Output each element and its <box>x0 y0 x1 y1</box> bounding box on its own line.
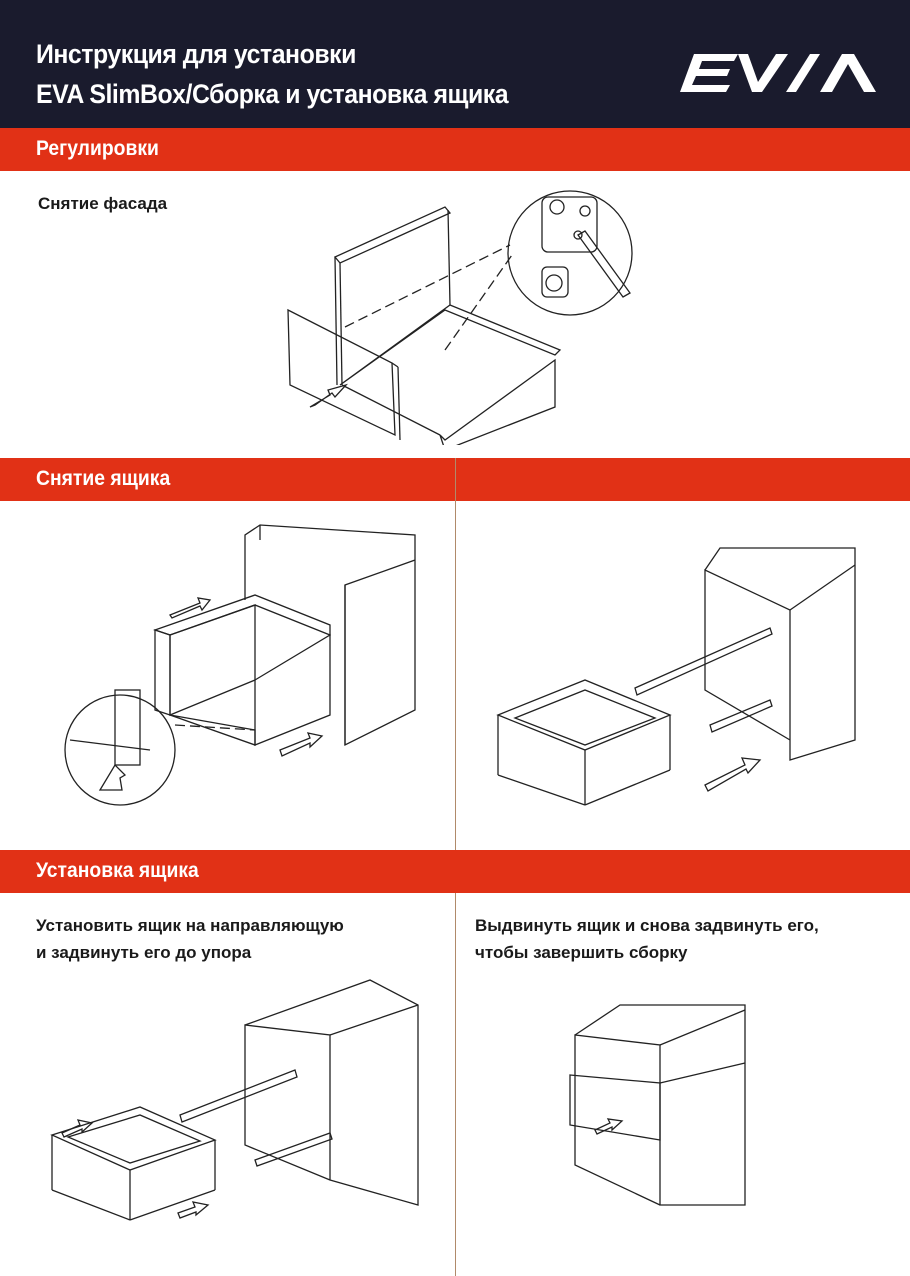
eva-logo <box>680 54 876 92</box>
title-line-1: Инструкция для установки <box>36 39 356 69</box>
page-title: Инструкция для установки EVA SlimBox/Сбо… <box>36 34 509 114</box>
section-title: Снятие ящика <box>36 467 171 490</box>
section-header-adjustments: Регулировки <box>0 128 910 171</box>
section-header-drawer-installation: Установка ящика <box>0 850 910 893</box>
drawer-installation-illustration-left <box>50 979 419 1221</box>
subtitle-facade-removal: Снятие фасада <box>38 194 168 213</box>
caption-left: Установить ящик на направляющую и задвин… <box>36 912 344 966</box>
section-title: Установка ящика <box>36 859 199 882</box>
caption-right: Выдвинуть ящик и снова задвинуть его, чт… <box>475 912 819 966</box>
section-title: Регулировки <box>36 137 159 160</box>
caption-line: и задвинуть его до упора <box>36 943 252 962</box>
drawer-removal-illustration-right <box>496 547 856 806</box>
caption-line: Установить ящик на направляющую <box>36 916 344 935</box>
caption-line: Выдвинуть ящик и снова задвинуть его, <box>475 916 819 935</box>
drawer-removal-illustration-left <box>64 524 416 806</box>
title-line-2: EVA SlimBox/Сборка и установка ящика <box>36 79 509 109</box>
facade-removal-illustration <box>287 190 633 445</box>
drawer-installation-illustration-right <box>569 1004 746 1206</box>
page-header: Инструкция для установки EVA SlimBox/Сбо… <box>0 0 910 128</box>
caption-line: чтобы завершить сборку <box>475 943 688 962</box>
